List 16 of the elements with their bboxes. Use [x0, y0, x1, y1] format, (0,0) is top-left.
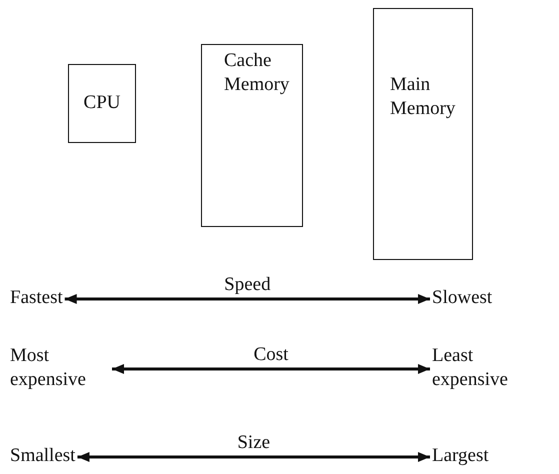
scale-label: Most expensive [10, 344, 87, 392]
scale-label: Fastest [10, 286, 63, 310]
memory-box [201, 44, 303, 227]
memory-box [373, 8, 473, 260]
scale-label: Largest [432, 444, 489, 468]
double-arrow [64, 294, 430, 304]
scale-label: Smallest [10, 444, 76, 468]
scale-label: Slowest [432, 286, 492, 310]
memory-box [68, 64, 136, 143]
edge-label: Speed [224, 275, 271, 295]
box-label: CPU [82, 91, 122, 115]
scale-label: Least expensive [432, 344, 509, 392]
box-label: Main Memory [390, 73, 456, 121]
double-arrow [77, 452, 430, 462]
double-arrow [112, 364, 430, 374]
box-label: Cache Memory [224, 49, 290, 97]
